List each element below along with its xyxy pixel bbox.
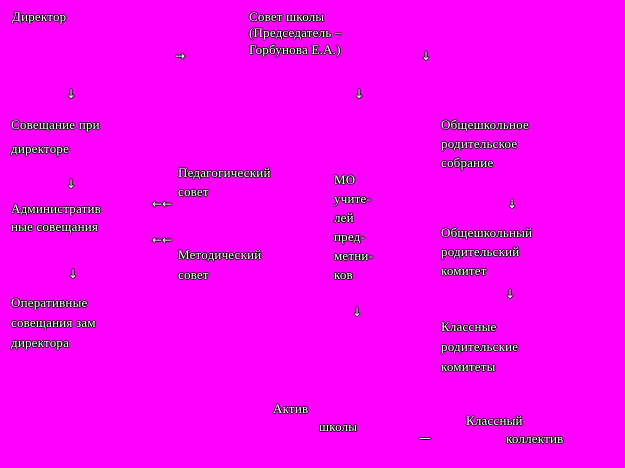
ped-council-node: Педагогический совет xyxy=(178,162,271,203)
arrow-down-icon: ↓ xyxy=(507,197,518,211)
operative-meetings-node: Оперативные совещания зам директора xyxy=(11,292,96,354)
school-council-node: Совет школы (Председатель – Горбунова Е.… xyxy=(249,6,342,61)
node-text: родительское xyxy=(441,136,518,151)
double-arrow-left-icon: ←← xyxy=(152,197,173,211)
node-text: совет xyxy=(178,267,209,282)
arrow-down-icon: ↓ xyxy=(421,49,432,63)
school-active-node: Актив школы xyxy=(273,398,357,438)
node-text: совет xyxy=(178,184,209,199)
node-text: родительский xyxy=(441,244,520,259)
method-council-node: Методический совет xyxy=(178,244,261,286)
node-text: Общешкольный xyxy=(441,225,533,240)
arrow-down-icon: ↓ xyxy=(505,287,516,301)
node-text: Административ xyxy=(11,201,102,216)
node-text: Методический xyxy=(178,247,262,262)
node-text: (Председатель – xyxy=(249,25,342,40)
arrow-down-icon: ↓ xyxy=(66,87,77,101)
node-text: ные совещания xyxy=(11,219,99,234)
node-text: комитеты xyxy=(441,359,496,374)
mo-node: МО учите- лей пред- метни- ков xyxy=(334,170,373,284)
arrow-down-icon: ↓ xyxy=(352,305,363,319)
admin-meetings-node: Административ ные совещания xyxy=(11,198,101,238)
node-text: Оперативные xyxy=(11,295,88,310)
node-text: комитет xyxy=(441,263,487,278)
node-text: директоре xyxy=(11,141,70,156)
node-text: Классные xyxy=(441,319,497,334)
node-text: пред- xyxy=(334,229,365,244)
director-node: Директор xyxy=(12,6,66,28)
dash-arrow-icon: — xyxy=(419,431,431,445)
node-text: МО xyxy=(334,172,356,187)
director-meeting-node: Совещание при директоре xyxy=(11,114,100,160)
general-parent-committee-node: Общешкольный родительский комитет xyxy=(441,222,532,282)
node-text: Актив xyxy=(273,401,309,416)
node-text: Совещание при xyxy=(11,117,100,132)
node-text: Совет школы xyxy=(249,9,325,24)
general-parent-assembly-node: Общешкольное родительское собрание xyxy=(441,114,529,174)
node-text: школы xyxy=(319,419,358,434)
arrow-down-icon: ↓ xyxy=(354,87,365,101)
node-text: метни- xyxy=(334,248,374,263)
arrow-down-icon: ↓ xyxy=(68,267,79,281)
node-text: совещания зам xyxy=(11,315,96,330)
node-text: директора xyxy=(11,335,70,350)
node-text: Горбунова Е.А.) xyxy=(249,42,341,57)
arrow-down-icon: ↓ xyxy=(66,177,77,191)
node-text: собрание xyxy=(441,155,494,170)
arrow-right-icon: → xyxy=(175,49,186,63)
node-text: родительские xyxy=(441,339,519,354)
node-text: Общешкольное xyxy=(441,117,529,132)
node-text: коллектив xyxy=(506,431,564,446)
node-text: ков xyxy=(334,267,353,282)
class-collective-node: Классный коллектив xyxy=(466,410,563,450)
node-text: учите- xyxy=(334,191,371,206)
double-arrow-left-icon: ←← xyxy=(152,233,173,247)
node-text: лей xyxy=(334,210,354,225)
class-parent-committees-node: Классные родительские комитеты xyxy=(441,316,518,378)
node-text: Классный xyxy=(466,413,523,428)
node-text: Педагогический xyxy=(178,165,271,180)
node-text: Директор xyxy=(12,9,67,24)
